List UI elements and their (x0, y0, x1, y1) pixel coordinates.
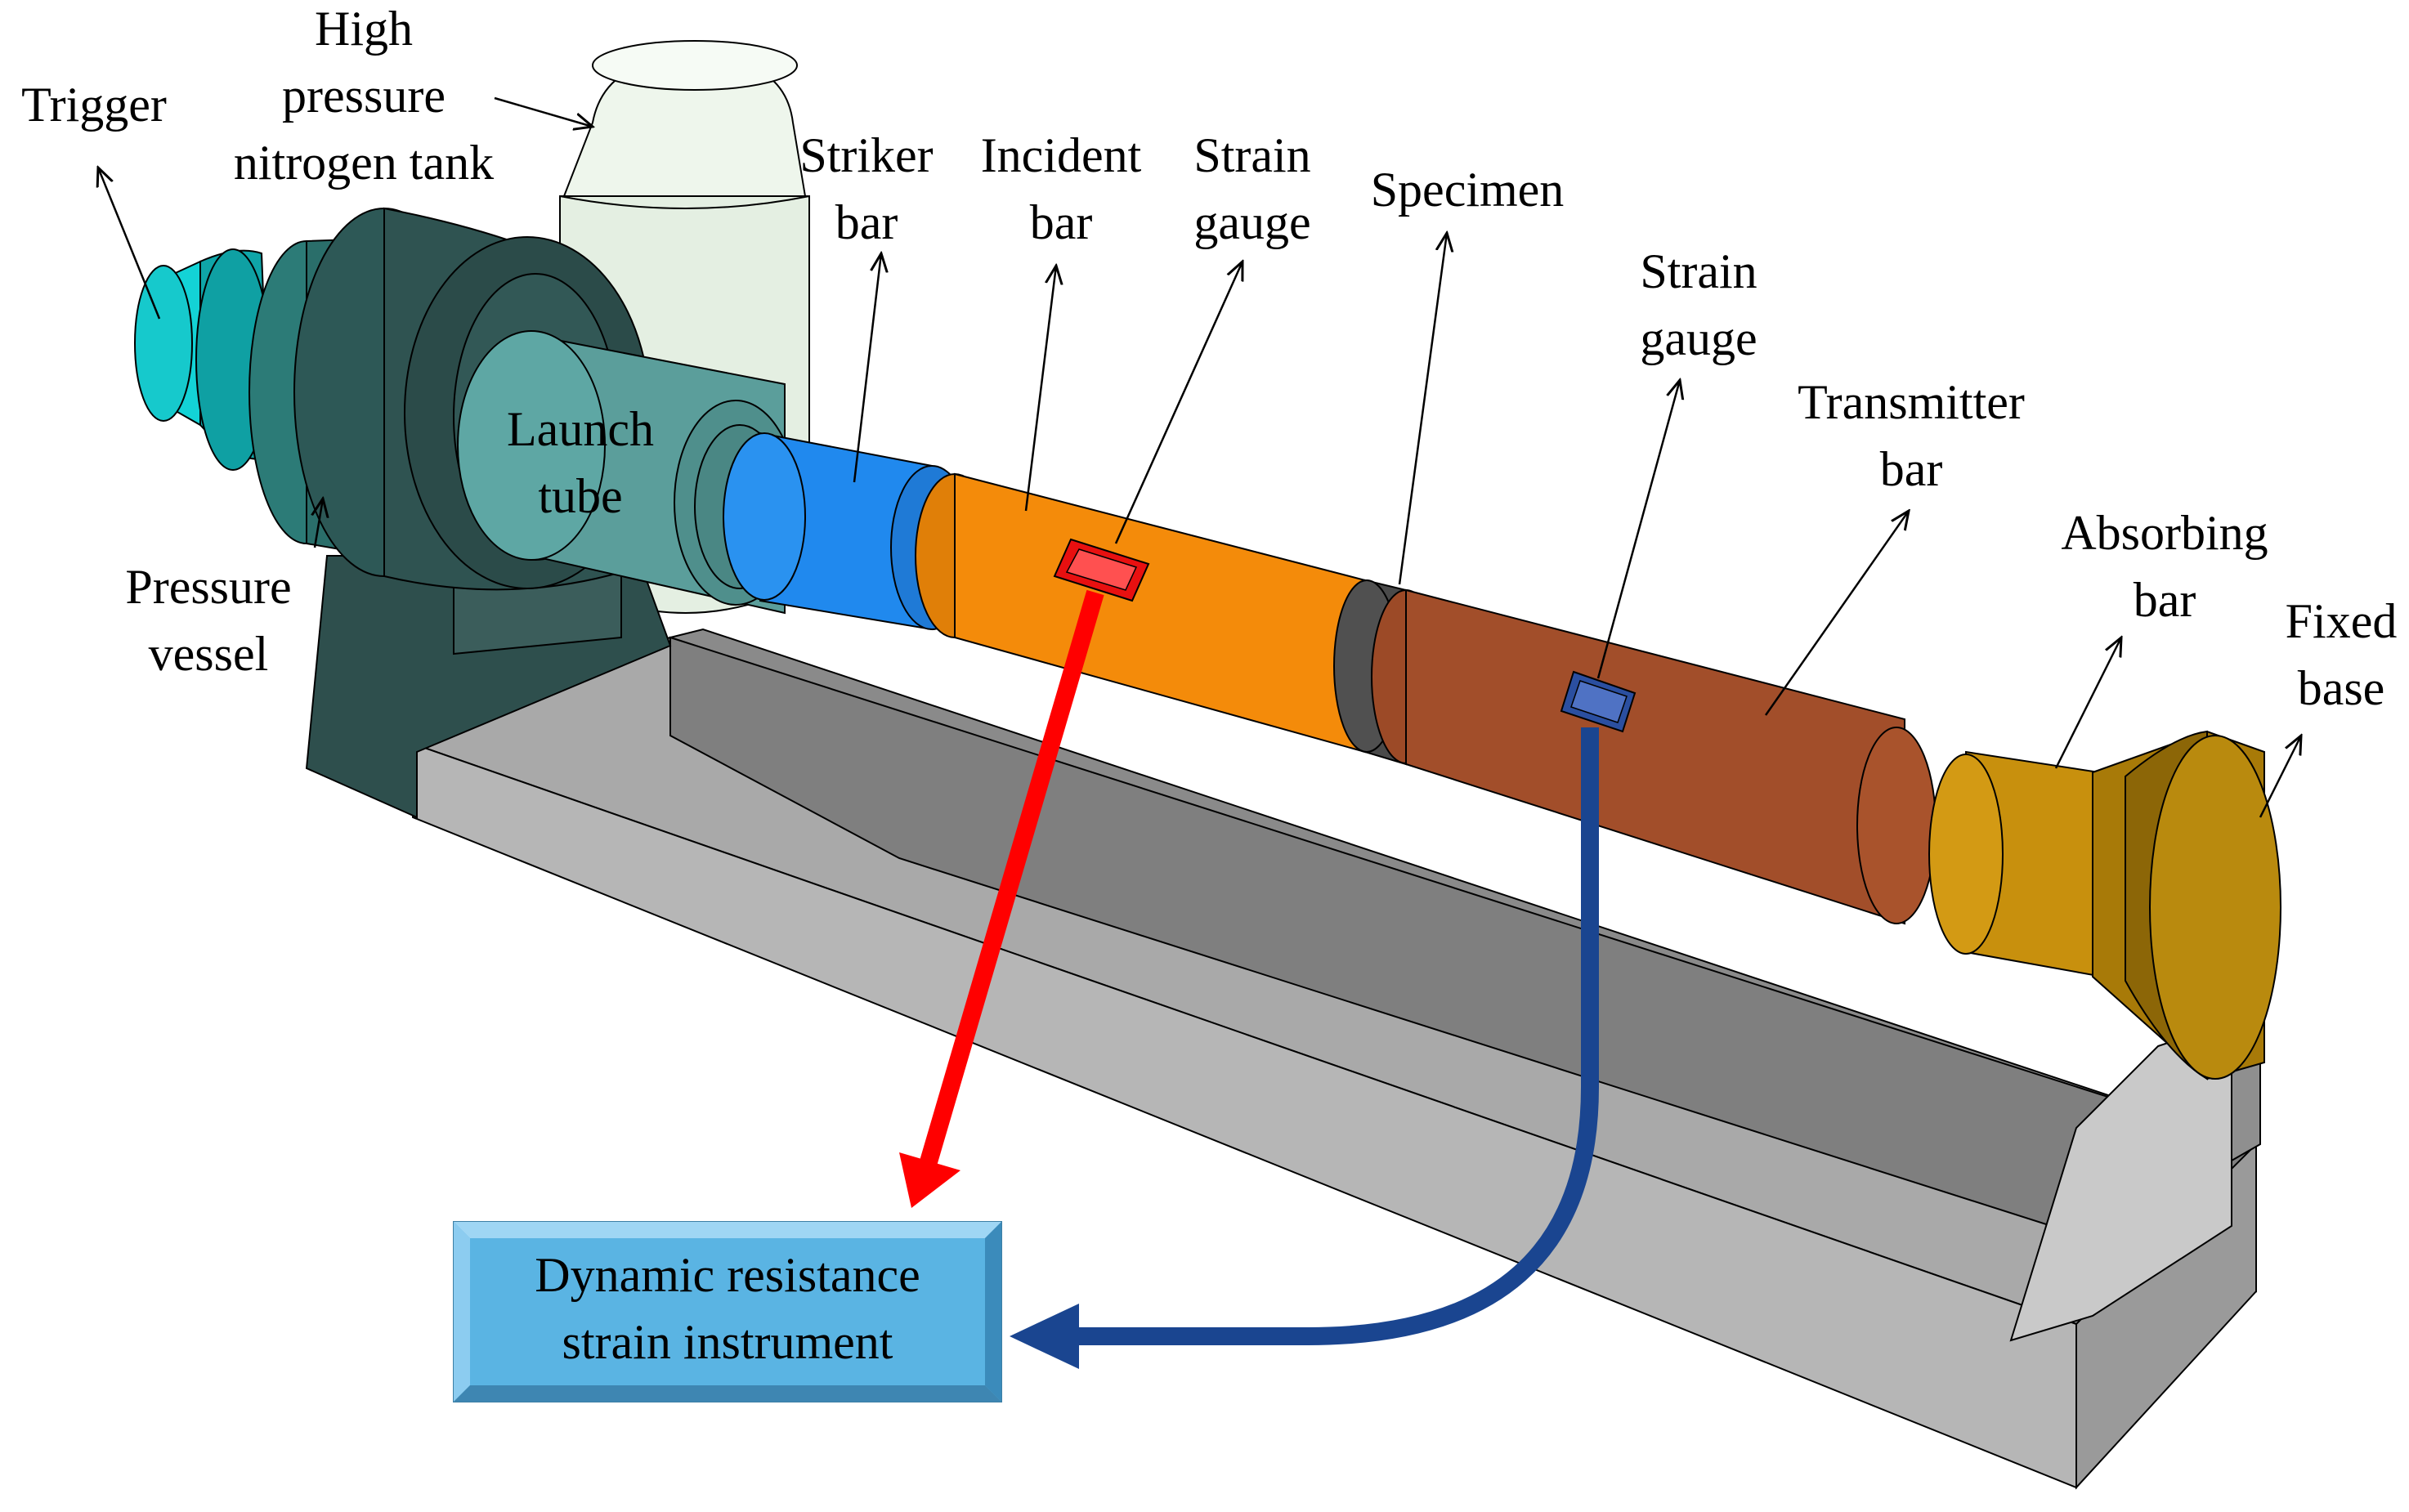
incident-bar (915, 472, 1366, 754)
label-trigger: Trigger (21, 78, 167, 132)
label-pressure-vessel-line1: Pressure (125, 560, 291, 614)
label-strain-gauge-2-line1: Strain (1640, 244, 1757, 298)
leader-lines (98, 96, 2301, 818)
label-absorbing-bar-line1: Absorbing (2061, 506, 2268, 560)
label-tank-line2: pressure (282, 69, 446, 123)
label-strain-gauge-1-line1: Strain (1193, 128, 1310, 182)
striker-bar (723, 432, 974, 631)
absorbing-bar (1928, 750, 2126, 982)
label-strain-gauge-1-line2: gauge (1193, 195, 1310, 249)
strain-gauge-transmitter (1560, 670, 1637, 733)
label-absorbing-bar-line2: bar (2134, 573, 2196, 627)
label-fixed-base-line2: base (2298, 661, 2385, 715)
label-transmitter-bar-line1: Transmitter (1798, 375, 2025, 429)
support-rail (410, 628, 2261, 1490)
label-incident-bar-line2: bar (1030, 195, 1093, 249)
label-pressure-vessel-line2: vessel (149, 627, 269, 681)
labels: Trigger High pressure nitrogen tank Pres… (21, 2, 2397, 715)
label-transmitter-bar-line2: bar (1880, 442, 1943, 496)
label-tank-line3: nitrogen tank (234, 136, 494, 190)
instrument-label-line1: Dynamic resistance (535, 1248, 920, 1302)
label-incident-bar-line1: Incident (981, 128, 1142, 182)
label-launch-tube-line1: Launch (507, 402, 654, 456)
instrument-label-line2: strain instrument (562, 1315, 893, 1369)
transmitter-bar (1371, 588, 1937, 925)
label-fixed-base-line1: Fixed (2286, 594, 2398, 648)
label-specimen: Specimen (1371, 163, 1565, 217)
instrument-box: Dynamic resistance strain instrument (453, 1221, 1002, 1402)
trigger (134, 248, 271, 471)
signal-arrow-transmitter (1010, 727, 1599, 1369)
label-tank-line1: High (315, 2, 413, 56)
fixed-base (2092, 730, 2281, 1080)
label-launch-tube-line2: tube (538, 469, 622, 523)
label-striker-bar-line2: bar (835, 195, 898, 249)
label-striker-bar-line1: Striker (799, 128, 933, 182)
strain-gauge-incident (1053, 538, 1150, 602)
label-strain-gauge-2-line2: gauge (1640, 311, 1757, 365)
signal-arrow-incident (899, 589, 1104, 1208)
